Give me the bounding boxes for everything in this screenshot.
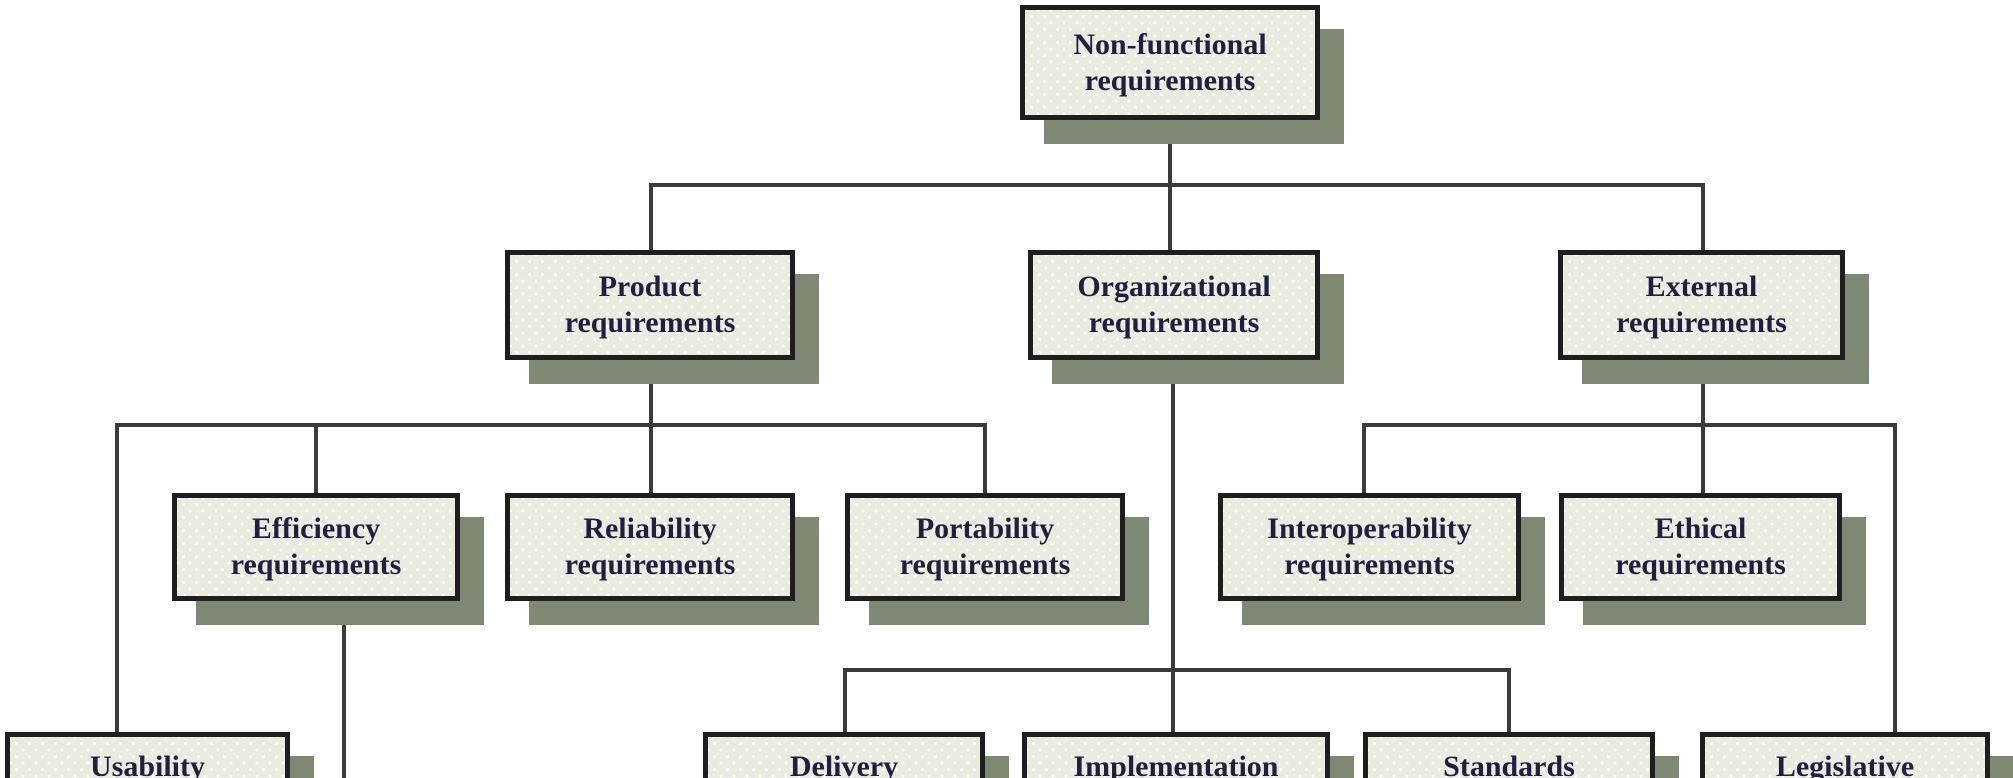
node-label: Organizational requirements [1077,270,1271,339]
node-external-requirements: External requirements [1558,250,1845,360]
node-label: Ethical requirements [1615,512,1786,581]
node-legislative-requirements: Legislative [1700,732,1990,778]
connector-drop-reliability [649,423,653,495]
node-label: External requirements [1616,270,1787,339]
connector-drop-efficiency [314,423,318,495]
node-label: Interoperability requirements [1267,512,1472,581]
connector-product-stem [649,358,653,427]
node-implementation-requirements: Implementation [1022,732,1330,778]
node-label: Legislative [1775,750,1915,778]
node-label: Usability [89,750,206,778]
node-product-requirements: Product requirements [505,250,795,360]
node-usability-requirements: Usability [5,732,290,778]
connector-drop-portability [983,423,987,495]
connector-drop-legislative [1893,423,1897,734]
connector-level1-bar [649,183,1705,187]
node-reliability-requirements: Reliability requirements [505,493,795,601]
connector-root-stem [1168,118,1172,185]
connector-external-bar [1362,423,1897,427]
connector-organizational-stem [1171,358,1175,734]
node-label: Non-functional requirements [1073,27,1267,97]
connector-drop-product [649,183,653,252]
node-label: Implementation [1073,750,1279,778]
connector-efficiency-child-stem [342,599,346,778]
connector-drop-standards [1507,668,1511,734]
connector-drop-interoperability [1362,423,1366,495]
node-label: Reliability requirements [564,512,736,581]
node-label: Standards [1443,750,1575,778]
connector-organizational-bar [843,668,1511,672]
connector-drop-delivery [843,668,847,734]
node-label: Product requirements [564,270,736,339]
node-efficiency-requirements: Efficiency requirements [172,493,460,601]
node-label: Efficiency requirements [230,512,402,581]
node-non-functional-requirements: Non-functional requirements [1020,5,1320,120]
connector-drop-organizational [1168,183,1172,252]
node-organizational-requirements: Organizational requirements [1028,250,1320,360]
connector-drop-external [1701,183,1705,252]
node-interoperability-requirements: Interoperability requirements [1218,493,1521,601]
connector-drop-usability [115,423,119,734]
node-label: Delivery [789,750,899,778]
node-portability-requirements: Portability requirements [845,493,1125,601]
node-delivery-requirements: Delivery [703,732,985,778]
node-standards-requirements: Standards [1363,732,1655,778]
node-label: Portability requirements [899,512,1071,581]
node-ethical-requirements: Ethical requirements [1559,493,1842,601]
connector-product-bar [115,423,987,427]
